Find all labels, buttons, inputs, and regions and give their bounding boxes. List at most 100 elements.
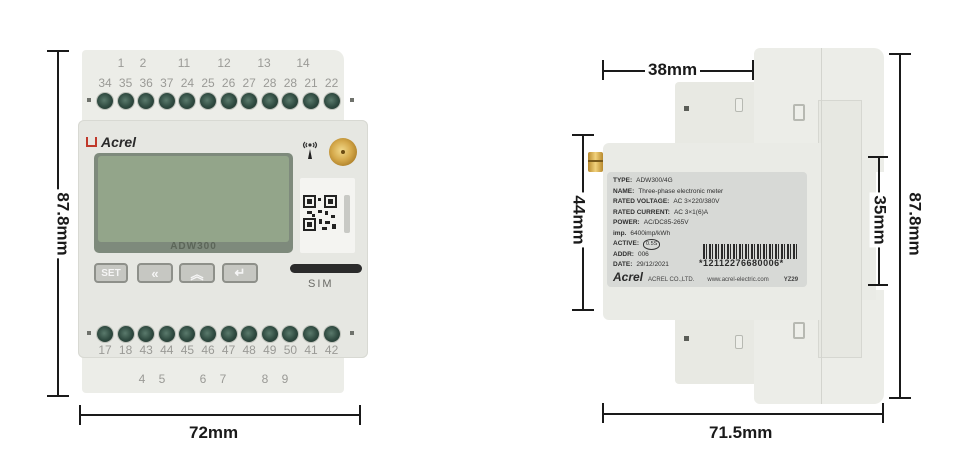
terminal-group-label: 7 [219,372,227,386]
terminal-screw-icon[interactable] [179,326,196,342]
terminal-group-label: 2 [139,56,147,70]
terminal-screw-icon[interactable] [282,326,299,342]
terminal-number: 48 [242,343,256,357]
nameplate-row: NAME:Three-phase electronic meter [613,187,801,198]
terminal-screw-icon[interactable] [138,326,155,342]
nameplate-value: Three-phase electronic meter [638,187,724,195]
side-upper-tab [675,82,755,144]
terminal-screw-icon[interactable] [241,326,258,342]
terminal-number: 24 [180,76,195,90]
terminal-number: 45 [180,343,195,357]
nameplate-value: 6400imp/kWh [630,229,671,237]
nameplate-company: ACREL CO.,LTD. [648,277,695,283]
nameplate-value: 29/12/2021 [636,261,669,268]
terminal-screw-icon[interactable] [303,93,319,109]
terminal-screw-icon[interactable] [117,93,134,109]
notch [684,336,689,341]
dim-label-width-side: 71.5mm [709,423,773,442]
enter-icon: ↵ [234,265,246,280]
up-button[interactable]: ︽ [179,263,215,283]
terminal-screw-icon[interactable] [117,326,134,342]
terminal-number: 17 [98,343,112,357]
vent-slot [735,335,743,349]
sim-card-slot[interactable] [290,264,362,273]
terminal-screw-icon[interactable] [220,93,237,109]
terminal-screw-icon[interactable] [200,93,216,109]
dim-tick [882,403,884,423]
enter-button[interactable]: ↵ [222,263,258,283]
terminal-number: 28 [283,76,298,90]
terminal-screw-icon[interactable] [261,93,278,109]
dim-label-rail: 35mm [869,192,890,248]
nameplate-key: RATED CURRENT: [613,208,670,216]
dim-label-depth-top: 38mm [645,60,701,80]
terminal-screw-icon[interactable] [241,93,258,109]
dim-label-height-side: 87.8mm [905,192,925,256]
terminal-number: 22 [324,76,339,90]
notch [684,106,689,111]
barcode-icon [703,244,799,259]
vent-slot [793,322,805,339]
dim-tick [868,284,888,286]
terminal-screw-icon[interactable] [323,326,340,342]
terminal-screw-icon[interactable] [200,326,216,342]
set-button[interactable]: SET [94,263,128,283]
terminal-screw-icon[interactable] [220,326,237,342]
terminal-number: 42 [324,343,339,357]
nameplate-row: ACTIVE:0.5S [613,239,801,250]
nameplate-website: www.acrel-electric.com [707,277,769,283]
terminal-screw-icon[interactable] [282,93,299,109]
left-icon: « [151,265,159,281]
left-button[interactable]: « [137,263,173,283]
terminal-screw-icon[interactable] [323,93,340,109]
terminal-screw-icon[interactable] [97,93,113,109]
dim-line-height-side [899,54,901,398]
terminal-number: 46 [201,343,215,357]
terminal-screw-icon[interactable] [261,326,278,342]
terminal-number: 25 [201,76,215,90]
button-label: SET [101,267,121,279]
terminal-screw-icon[interactable] [158,326,175,342]
nameplate-key: POWER: [613,219,640,226]
dim-tick [359,405,361,425]
terminal-group-label: 14 [296,56,310,70]
nameplate-row: ADDR:006 [613,250,801,261]
terminal-group-label: 13 [257,56,271,70]
qr-code-icon [303,195,337,231]
dim-tick [572,309,594,311]
nameplate-value: AC 3×220/380V [673,198,720,205]
terminal-number: 47 [221,343,236,357]
nameplate-key: ADDR: [613,250,634,258]
terminal-number: 18 [118,343,133,357]
lcd-screen [98,156,289,242]
terminal-number: 35 [118,76,133,90]
model-label: ADW300 [170,241,217,252]
terminal-group-label: 9 [281,372,289,386]
nameplate-value: 0.5S [643,239,661,250]
terminal-number: 21 [304,76,318,90]
terminal-number: 50 [283,343,298,357]
nameplate-value: AC/DC85-265V [643,219,689,226]
nameplate-value: ADW300/4G [636,177,673,184]
terminal-group-label: 1 [117,56,125,70]
notch [87,331,91,335]
terminal-screw-icon[interactable] [179,93,196,109]
terminal-number: 43 [139,343,153,357]
dim-label-width-front: 72mm [189,423,239,442]
terminal-screw-icon[interactable] [138,93,155,109]
terminal-screw-icon[interactable] [158,93,175,109]
nameplate-key: RATED VOLTAGE: [613,198,670,205]
terminal-screw-icon[interactable] [303,326,319,342]
vent-slot [793,104,805,121]
qr-code-sticker [300,178,355,253]
sim-label: SIM [308,278,334,290]
dim-line-width-front [80,414,360,416]
nameplate-brand: Acrel [613,270,644,284]
dim-tick [889,397,911,399]
terminal-screw-icon[interactable] [97,326,113,342]
seam-line [821,48,822,404]
nameplate-key: imp. [613,229,627,237]
nameplate-row: RATED CURRENT:AC 3×1(6)A [613,208,801,219]
